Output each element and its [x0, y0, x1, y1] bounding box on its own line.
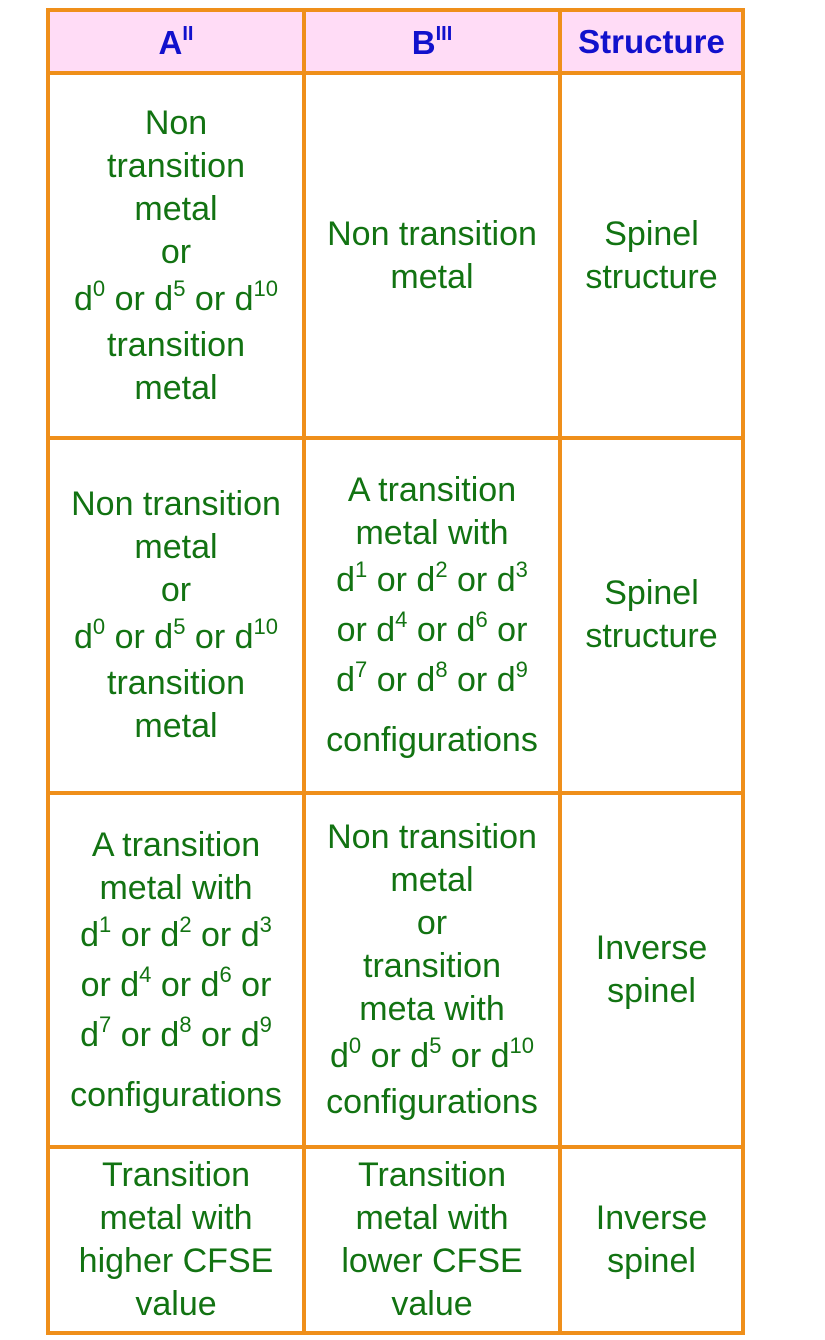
cell-b: Non transition metal or transition meta … — [302, 790, 562, 1150]
table-row: A transition metal with d1 or d2 or d3 o… — [46, 790, 745, 1150]
d-configuration: d0 or d5 or d10 — [330, 1033, 534, 1076]
d-configuration: d7 or d8 or d9 — [80, 1011, 272, 1054]
d-configuration: d0 or d5 or d10 — [74, 275, 278, 318]
cell-structure: Inverse spinel — [558, 1145, 745, 1335]
d-configuration: or d4 or d6 or — [80, 961, 272, 1004]
header-a-ii: AII — [46, 7, 306, 76]
d-configuration: d0 or d5 or d10 — [74, 613, 278, 656]
d-configuration: d7 or d8 or d9 — [336, 656, 528, 699]
table-row: Non transition metal or d0 or d5 or d10 … — [46, 71, 745, 440]
header-b-iii: BIII — [302, 7, 562, 76]
cell-a: Transition metal with higher CFSE value — [46, 1145, 306, 1335]
header-b-superscript: III — [435, 23, 453, 46]
table-row: Non transition metal or d0 or d5 or d10 … — [46, 435, 745, 795]
spinel-structure-table: AII BIII Structure Non transition metal … — [46, 7, 745, 1335]
d-configuration: or d4 or d6 or — [336, 606, 528, 649]
cell-a: A transition metal with d1 or d2 or d3 o… — [46, 790, 306, 1150]
table-row: Transition metal with higher CFSE value … — [46, 1145, 745, 1335]
d-configuration: d1 or d2 or d3 — [336, 556, 528, 599]
cell-a: Non transition metal or d0 or d5 or d10 … — [46, 71, 306, 440]
cell-structure: Spinel structure — [558, 435, 745, 795]
cell-structure: Spinel structure — [558, 71, 745, 440]
cell-a: Non transition metal or d0 or d5 or d10 … — [46, 435, 306, 795]
header-row: AII BIII Structure — [46, 7, 745, 76]
cell-b: Non transition metal — [302, 71, 562, 440]
d-configuration: d1 or d2 or d3 — [80, 911, 272, 954]
cell-b: Transition metal with lower CFSE value — [302, 1145, 562, 1335]
header-a-superscript: II — [182, 23, 194, 46]
cell-b: A transition metal with d1 or d2 or d3 o… — [302, 435, 562, 795]
header-structure: Structure — [558, 7, 745, 76]
cell-structure: Inverse spinel — [558, 790, 745, 1150]
